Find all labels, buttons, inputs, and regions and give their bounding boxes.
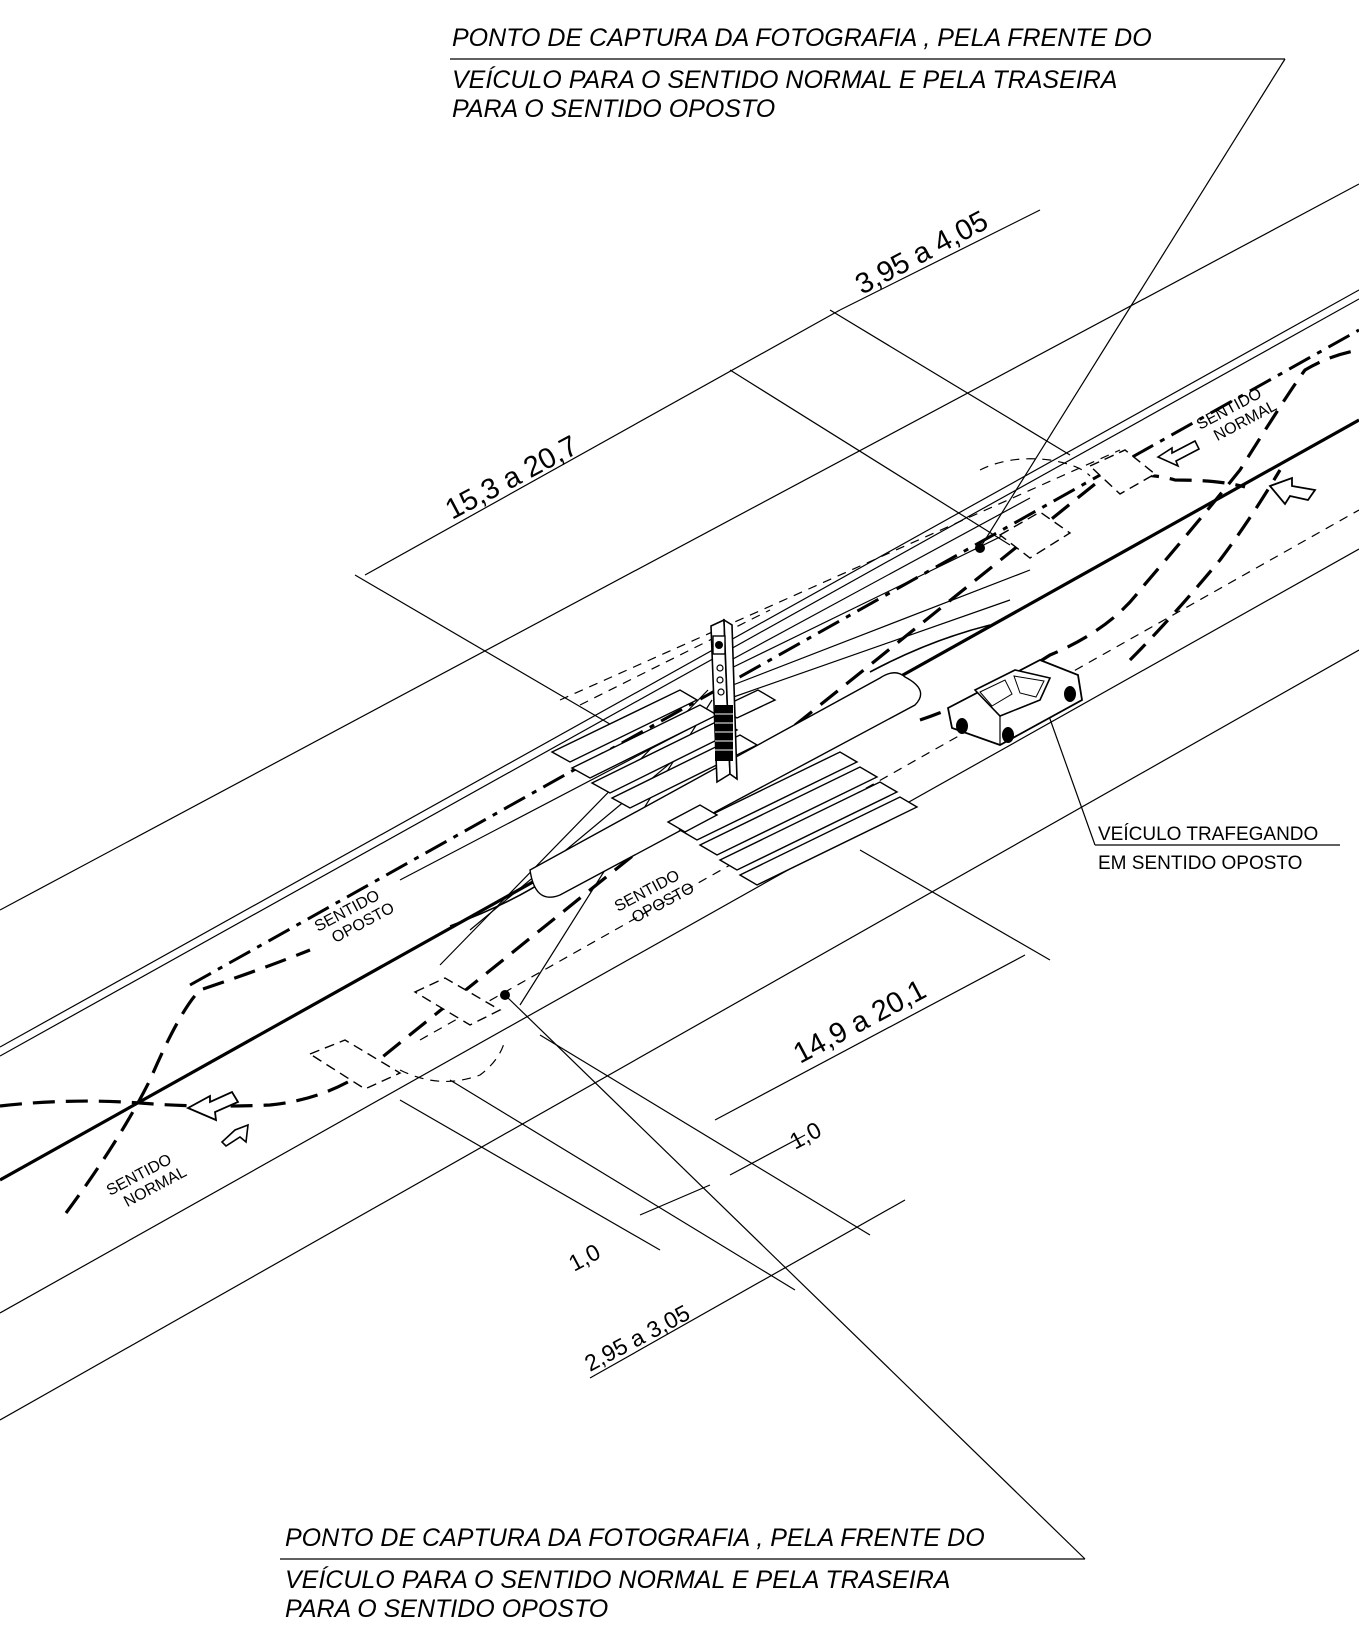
- dimension-gap-right: 1,0: [785, 1116, 825, 1154]
- annotation-bottom-line2: VEÍCULO PARA O SENTIDO NORMAL E PELA TRA…: [285, 1565, 950, 1594]
- dimension-bottom-long: 14,9 a 20,1: [788, 974, 931, 1070]
- direction-label-normal-top: SENTIDO NORMAL: [1194, 385, 1280, 445]
- annotation-vehicle: VEÍCULO TRAFEGANDO EM SENTIDO OPOSTO: [1098, 824, 1318, 874]
- direction-label-oposto-center: SENTIDO OPOSTO: [612, 867, 697, 927]
- arrow-right-top-icon: [1268, 476, 1317, 506]
- arrow-left-bottom-icon: [185, 1090, 240, 1122]
- annotation-top: PONTO DE CAPTURA DA FOTOGRAFIA , PELA FR…: [452, 24, 1152, 123]
- annotation-top-line1: PONTO DE CAPTURA DA FOTOGRAFIA , PELA FR…: [452, 24, 1152, 52]
- road-edge-lines: [0, 183, 1359, 1421]
- central-island: [529, 672, 922, 898]
- speed-camera-post: [710, 618, 738, 784]
- pedestrian-crossing-lower: [666, 751, 919, 886]
- annotation-bottom-line1: PONTO DE CAPTURA DA FOTOGRAFIA , PELA FR…: [285, 1524, 985, 1552]
- annotation-top-line2: VEÍCULO PARA O SENTIDO NORMAL E PELA TRA…: [452, 65, 1117, 94]
- camera-lens-icon: [715, 641, 723, 649]
- direction-label-normal-bottom: SENTIDO NORMAL: [104, 1151, 190, 1211]
- vehicle-car-icon: [946, 659, 1083, 746]
- annotation-vehicle-line2: EM SENTIDO OPOSTO: [1098, 853, 1302, 874]
- leader-lines: [280, 58, 1340, 1560]
- dimension-gap-left: 1,0: [564, 1238, 604, 1276]
- arrow-right-bottom-icon: [220, 1123, 249, 1148]
- arrow-left-top-icon: [1156, 439, 1201, 468]
- capture-point-top: [975, 543, 985, 553]
- dimension-top-short: 3,95 a 4,05: [850, 205, 993, 301]
- dimension-lines: [354, 209, 1071, 1379]
- annotation-top-line3: PARA O SENTIDO OPOSTO: [452, 95, 775, 123]
- annotation-bottom: PONTO DE CAPTURA DA FOTOGRAFIA , PELA FR…: [285, 1524, 985, 1623]
- detection-loops: [308, 449, 1157, 1090]
- annotation-vehicle-line1: VEÍCULO TRAFEGANDO: [1098, 824, 1318, 845]
- annotation-bottom-line3: PARA O SENTIDO OPOSTO: [285, 1595, 608, 1623]
- dimension-bottom-short: 2,95 a 3,05: [580, 1299, 694, 1376]
- dimension-top-long: 15,3 a 20,7: [440, 430, 583, 526]
- capture-point-bottom: [500, 990, 510, 1000]
- median-lines: [189, 328, 1359, 1041]
